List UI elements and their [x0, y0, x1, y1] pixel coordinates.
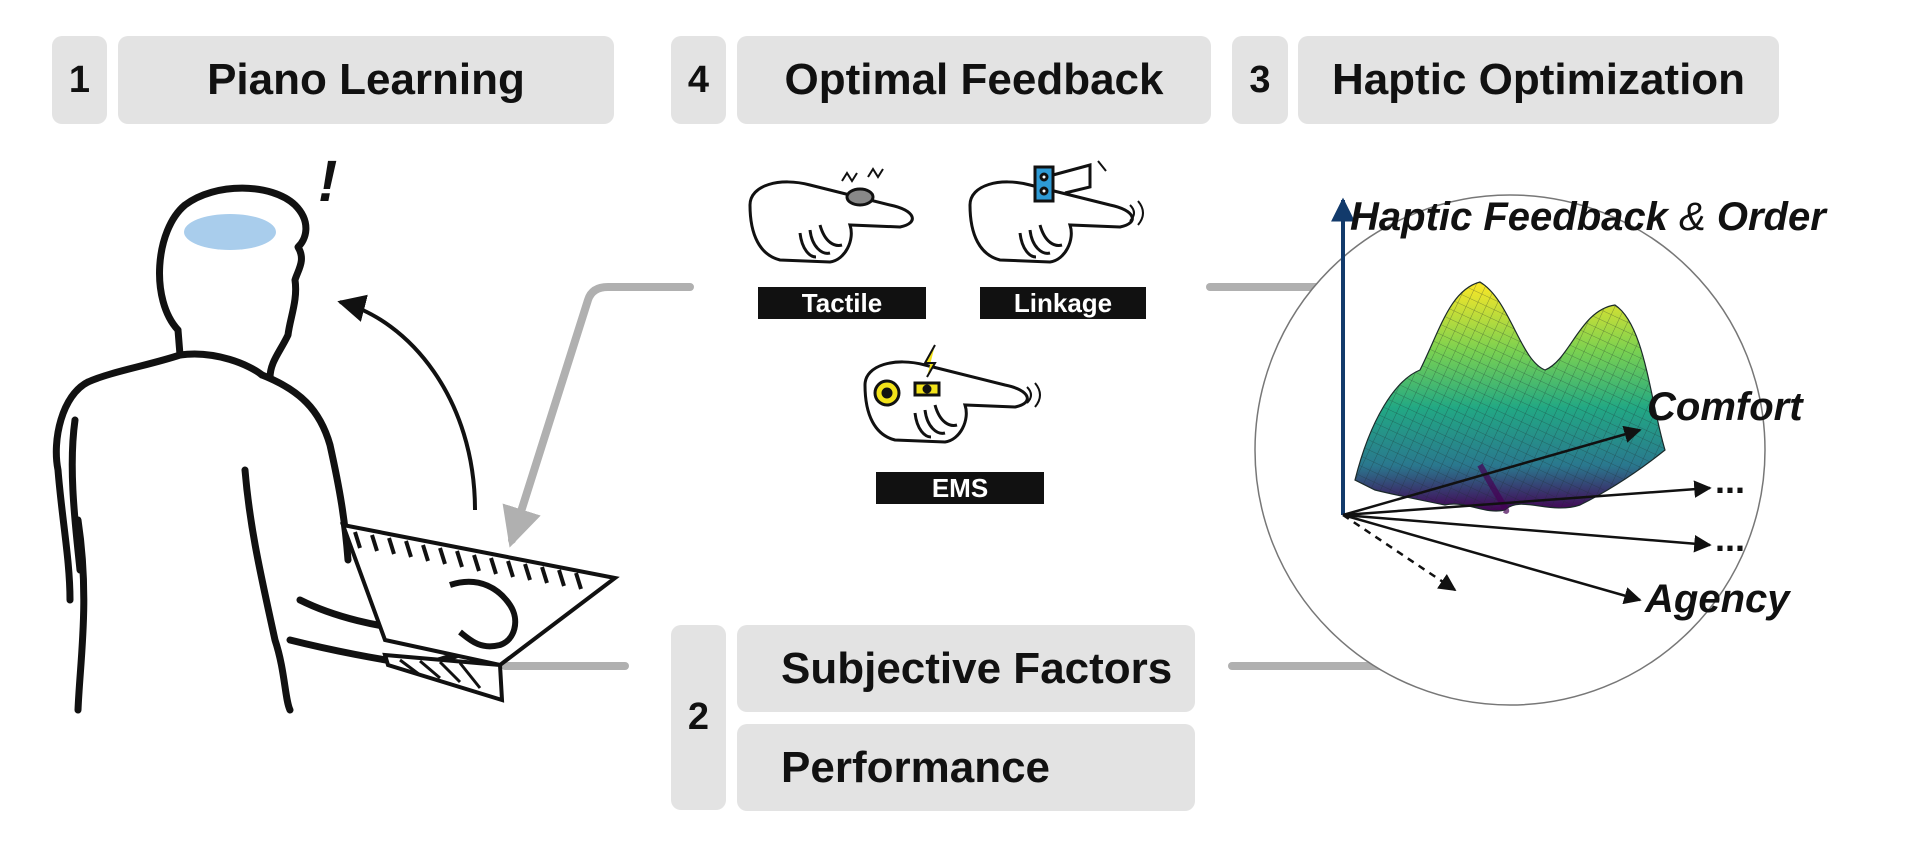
learner-front [241, 466, 294, 714]
axis-comfort-line [1342, 425, 1642, 517]
axis-label-comfort: Comfort [1647, 385, 1803, 429]
axis-label-dots-2: ... [1715, 518, 1746, 559]
connector-feedback-to-piano [502, 283, 694, 548]
space-title-part1: Haptic Feedback [1350, 195, 1668, 239]
learner-shoulder [258, 371, 352, 564]
step-number-2: 2 [671, 625, 726, 810]
learner-torso [74, 516, 88, 714]
learner-back-inner [68, 416, 84, 574]
brain-highlight [184, 214, 276, 250]
space-title: Haptic Feedback & Order [1350, 195, 1826, 240]
step-title-haptic-optimization: Haptic Optimization [1298, 36, 1779, 124]
measure-performance: Performance [737, 724, 1195, 811]
badge-linkage: Linkage [980, 287, 1146, 319]
measure-subjective-factors: Subjective Factors [737, 625, 1195, 712]
axis-label-agency: Agency [1645, 577, 1790, 621]
feedback-arrow [337, 294, 477, 511]
badge-tactile: Tactile [758, 287, 926, 319]
connectors [501, 283, 1394, 670]
step-title-piano-learning: Piano Learning [118, 36, 614, 124]
learner-back [52, 378, 92, 604]
step-number-3: 3 [1232, 36, 1288, 124]
axis-dots-2-line [1342, 513, 1712, 553]
axis-extra-dashed [1342, 513, 1457, 592]
optimization-space [1254, 194, 1766, 706]
piano-keyboard [339, 522, 620, 703]
axis-agency-line [1342, 513, 1642, 605]
axis-dots-1-line [1342, 480, 1712, 517]
learner-head-outline [156, 184, 310, 382]
learner-neck [84, 326, 184, 386]
hand-linkage-icon [968, 160, 1144, 264]
hand-ems-icon [863, 344, 1041, 444]
step-title-optimal-feedback: Optimal Feedback [737, 36, 1211, 124]
hand-tactile-icon [748, 167, 914, 264]
space-title-part2: Order [1716, 195, 1826, 239]
axis-label-dots-1: ... [1715, 460, 1746, 501]
step-number-1: 1 [52, 36, 107, 124]
learner-hand [449, 578, 519, 650]
learner-collar [176, 350, 266, 379]
learner-exclamation: ! [318, 149, 338, 214]
step-number-4: 4 [671, 36, 726, 124]
badge-ems: EMS [876, 472, 1044, 504]
space-title-amp: & [1679, 195, 1706, 239]
